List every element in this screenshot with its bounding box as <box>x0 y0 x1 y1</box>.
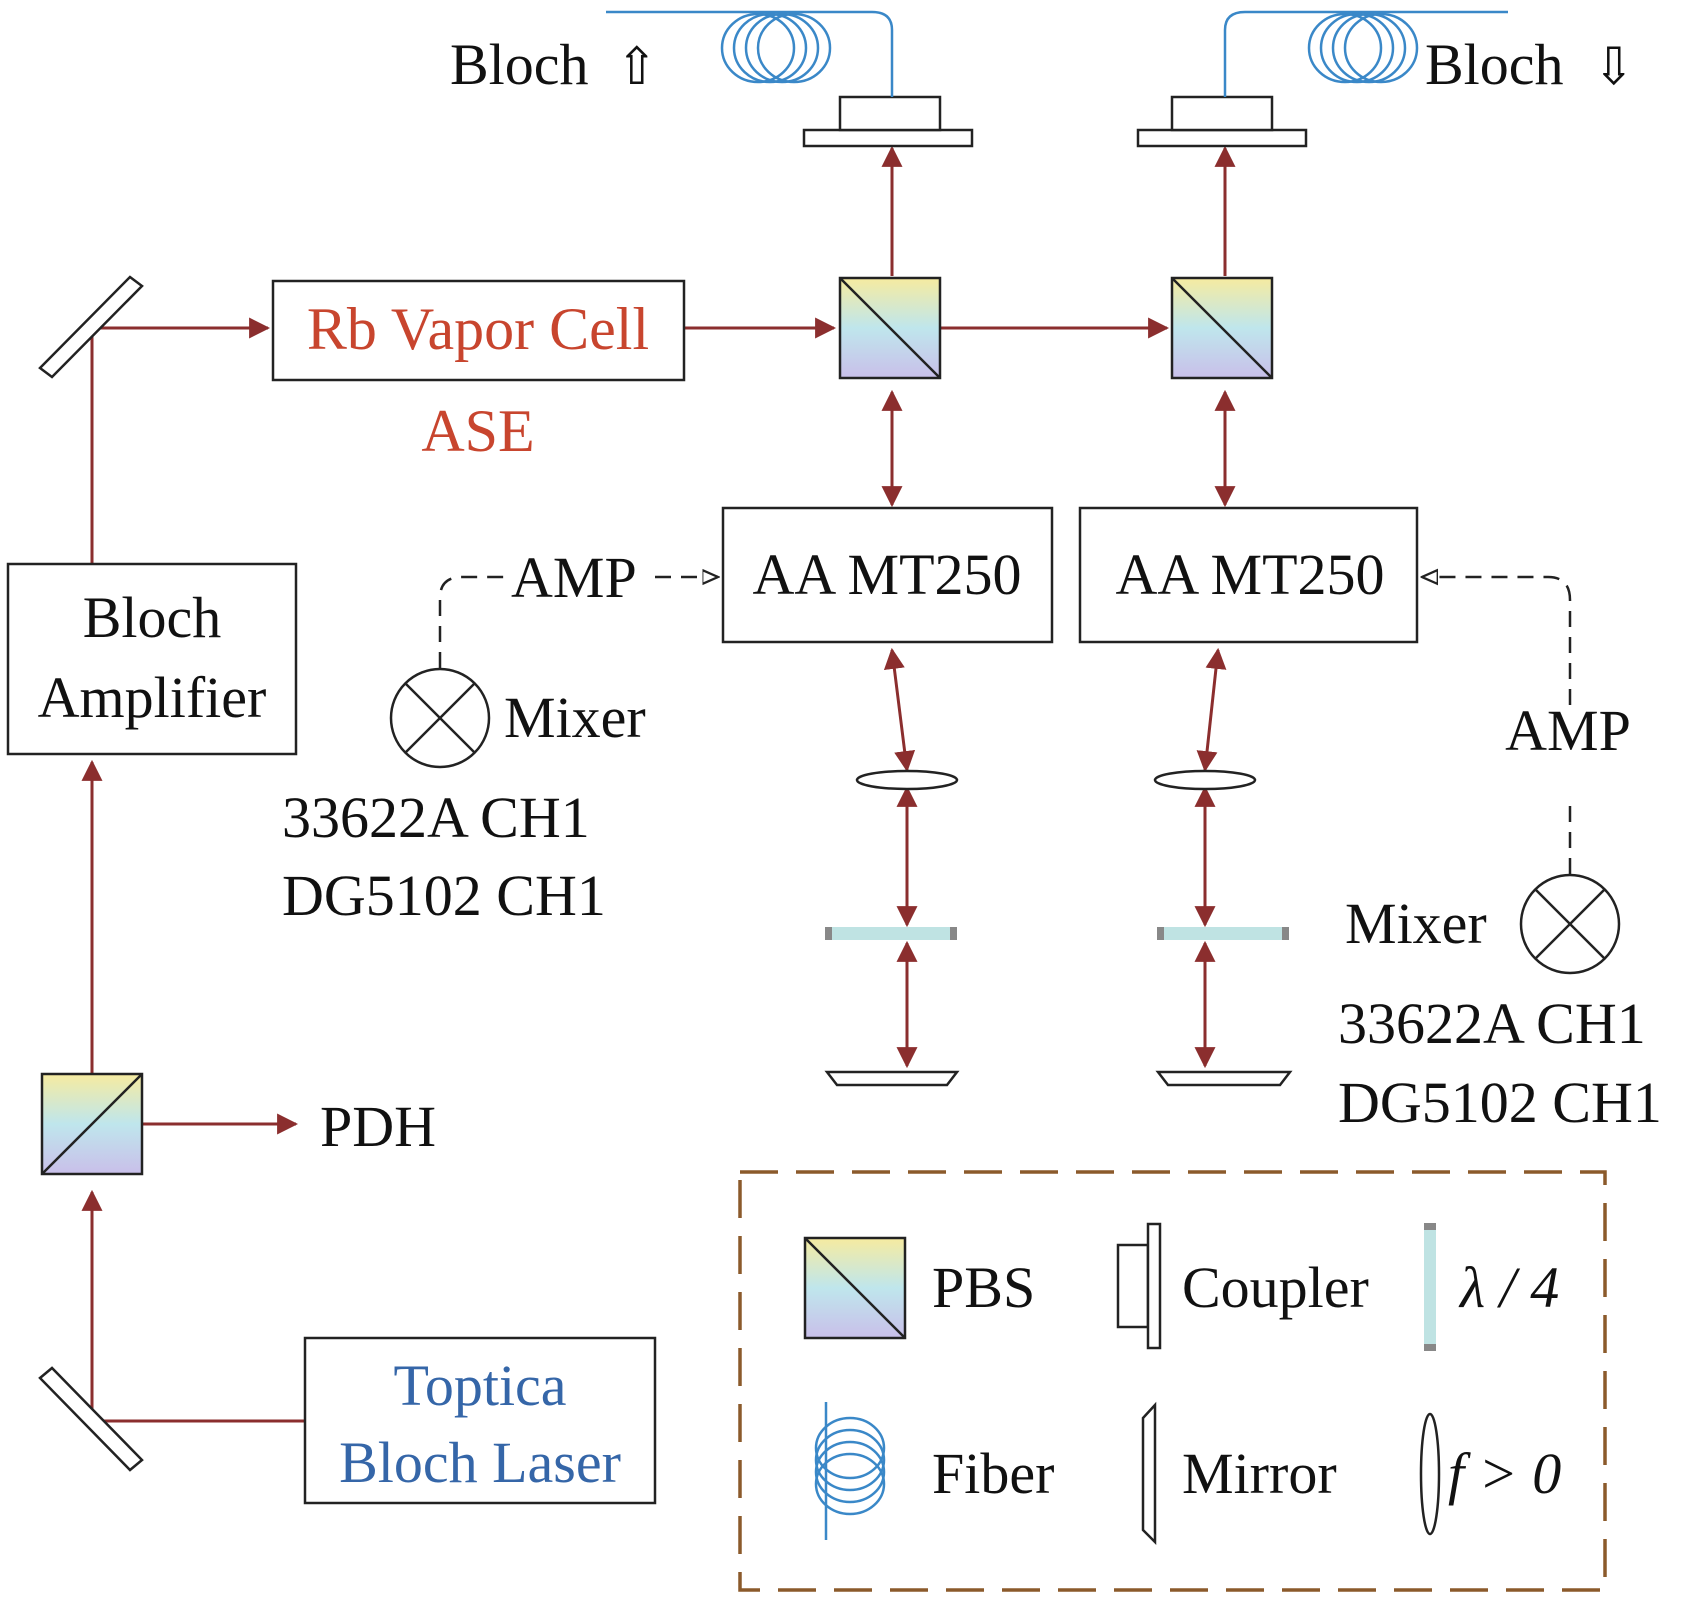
aom-right-label: AA MT250 <box>1115 542 1384 607</box>
source-right-line2: DG5102 CH1 <box>1338 1070 1662 1135</box>
amp-left-label: AMP <box>511 545 637 610</box>
legend-coupler-icon <box>1116 1222 1162 1350</box>
pbs-cube-input <box>40 1072 144 1176</box>
legend-pbs-label: PBS <box>932 1255 1035 1320</box>
toptica-laser-line1: Toptica <box>393 1353 566 1418</box>
legend-lens-icon <box>1419 1412 1441 1536</box>
source-left-line1: 33622A CH1 <box>282 785 590 850</box>
up-arrow-icon: ⇧ <box>615 39 659 96</box>
bloch-amplifier-box: Bloch Amplifier <box>6 562 298 756</box>
vapor-cell-label: Rb Vapor Cell <box>307 296 649 362</box>
aom-left-box: AA MT250 <box>721 506 1054 644</box>
source-left-line2: DG5102 CH1 <box>282 863 606 928</box>
steering-mirror-bottom <box>38 1366 144 1472</box>
quarter-waveplate-left <box>825 927 957 940</box>
beam-paths <box>81 145 1236 1423</box>
fiber-coupler-left <box>802 95 974 148</box>
ase-label: ASE <box>421 398 534 464</box>
legend-pbs-icon <box>803 1236 907 1340</box>
aom-right-box: AA MT250 <box>1078 506 1419 644</box>
fiber-output-up-label: Bloch <box>450 32 589 97</box>
retro-mirror-left <box>824 1070 960 1087</box>
fiber-right <box>1223 10 1508 97</box>
legend-fiber-icon <box>814 1402 886 1540</box>
legend-lens-label: f > 0 <box>1448 1441 1561 1506</box>
retro-mirror-right <box>1155 1070 1293 1087</box>
quarter-waveplate-right <box>1157 927 1289 940</box>
fiber-left <box>606 10 894 97</box>
mixer-right-label: Mixer <box>1345 891 1487 956</box>
mixer-right-icon <box>1519 873 1621 975</box>
source-right-line1: 33622A CH1 <box>1338 991 1646 1056</box>
amp-right-label: AMP <box>1505 698 1631 763</box>
toptica-laser-line2: Bloch Laser <box>339 1430 621 1495</box>
fiber-output-down-label: Bloch <box>1425 32 1564 97</box>
fiber-coupler-right <box>1136 95 1308 148</box>
amplifier-line2: Amplifier <box>38 665 267 730</box>
pdh-label: PDH <box>320 1094 436 1159</box>
legend-border <box>738 1170 1607 1592</box>
pbs-cube-left <box>838 276 942 380</box>
down-arrow-icon: ⇩ <box>1592 39 1636 96</box>
aom-left-label: AA MT250 <box>752 542 1021 607</box>
legend-quarter-wave-label: λ / 4 <box>1458 1255 1559 1320</box>
mixer-left-label: Mixer <box>504 685 646 750</box>
legend-waveplate-icon <box>1424 1223 1436 1351</box>
legend-mirror-label: Mirror <box>1182 1441 1337 1506</box>
legend: PBS Coupler λ / 4 Fiber Mirror f > 0 <box>738 1170 1607 1592</box>
mixer-left-icon <box>389 667 491 769</box>
toptica-laser-box: Toptica Bloch Laser <box>303 1336 657 1505</box>
amplifier-line1: Bloch <box>83 585 222 650</box>
rf-path-right <box>1422 577 1572 874</box>
lens-left <box>855 769 959 791</box>
rf-path-left <box>438 577 718 668</box>
pbs-cube-right <box>1170 276 1274 380</box>
legend-coupler-label: Coupler <box>1182 1255 1369 1320</box>
lens-right <box>1153 769 1257 791</box>
legend-mirror-icon <box>1141 1401 1157 1546</box>
rb-vapor-cell-box: Rb Vapor Cell <box>271 279 686 382</box>
steering-mirror-top <box>38 275 144 379</box>
legend-fiber-label: Fiber <box>932 1441 1054 1506</box>
